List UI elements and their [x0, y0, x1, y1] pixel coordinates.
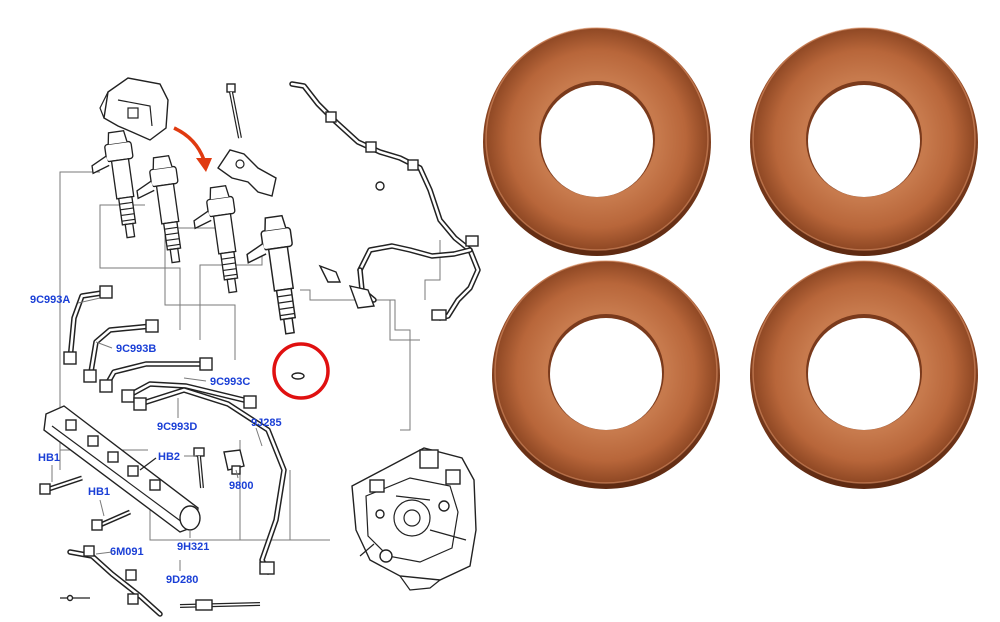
label-9j285: 9J285 — [251, 417, 282, 429]
washer-top-left — [482, 27, 712, 257]
nozzle-washer — [291, 372, 305, 380]
rail-bolt-hb2 — [193, 447, 205, 489]
label-6m091: 6M091 — [110, 546, 144, 558]
label-hb1-lower: HB1 — [88, 486, 110, 498]
highlight-circle — [272, 342, 330, 400]
label-hb2: HB2 — [158, 451, 180, 463]
fuel-rail — [43, 405, 201, 533]
washer-top-right — [749, 27, 979, 257]
label-leaders — [51, 297, 263, 571]
label-9c993c: 9C993C — [210, 376, 250, 388]
pressure-sensor-9800 — [223, 449, 245, 475]
label-hb1-upper: HB1 — [38, 452, 60, 464]
sensor-block — [99, 77, 169, 141]
label-9c993b: 9C993B — [116, 343, 156, 355]
label-9800: 9800 — [229, 480, 253, 492]
high-pressure-pipes — [63, 285, 287, 575]
direction-arrow — [173, 126, 212, 172]
injector-2 — [132, 154, 190, 267]
copper-washers-photo — [482, 27, 979, 490]
injector-3 — [189, 184, 247, 297]
fuel-injection-pump — [351, 447, 477, 591]
washer-bottom-left — [491, 260, 721, 490]
label-9c993a: 9C993A — [30, 294, 70, 306]
injector-1 — [87, 129, 145, 242]
washer-bottom-right — [749, 260, 979, 490]
leak-off-return-line — [289, 81, 481, 321]
exploded-parts-diagram: 9C993A 9C993B 9C993C 9C993D 9J285 HB1 HB… — [30, 77, 481, 617]
label-9h321: 9H321 — [177, 541, 209, 553]
part-labels: 9C993A 9C993B 9C993C 9C993D 9J285 HB1 HB… — [30, 294, 282, 586]
label-9c993d: 9C993D — [157, 421, 197, 433]
injector-bolt — [226, 83, 242, 139]
glow-plug-harness — [60, 545, 261, 617]
injector-clamp — [217, 149, 277, 197]
rail-bolt-hb1-lower — [91, 509, 132, 531]
rail-bolt-hb1-upper — [39, 475, 83, 495]
injector-4 — [241, 214, 306, 339]
label-9d280: 9D280 — [166, 574, 198, 586]
